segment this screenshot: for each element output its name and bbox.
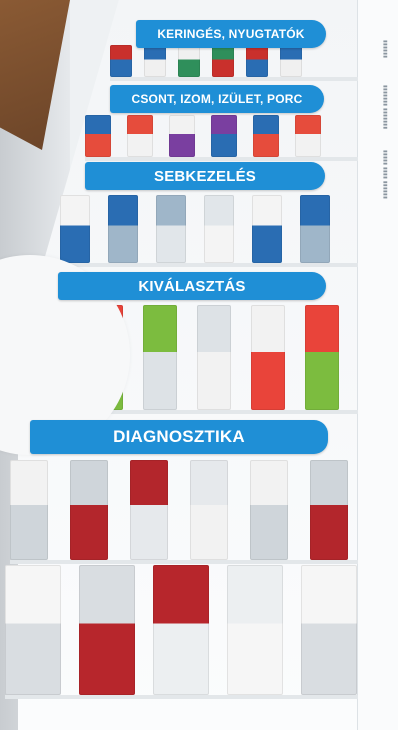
product-box (5, 565, 61, 695)
product-box (169, 115, 195, 157)
product-box (280, 45, 302, 77)
category-banner-sebkezeles: SEBKEZELÉS (85, 162, 325, 190)
side-panel: ▮▮▮▮▮▮ ▮▮▮▮▮▮▮ ▮▮▮▮▮▮▮ ▮▮▮▮▮ ▮▮▮▮ ▮▮▮▮▮▮ (357, 0, 398, 730)
product-box (190, 460, 228, 560)
product-box (110, 45, 132, 77)
product-box (211, 115, 237, 157)
shelf-edge (85, 157, 358, 161)
product-box (251, 305, 285, 410)
product-box (253, 115, 279, 157)
product-box (70, 460, 108, 560)
side-panel-lettering: ▮▮▮▮▮ ▮▮▮▮ ▮▮▮▮▮▮ (382, 150, 388, 200)
product-box (246, 45, 268, 77)
product-box (153, 565, 209, 695)
product-box (156, 195, 186, 263)
product-box (204, 195, 234, 263)
category-banner-keringes: KERINGÉS, NYUGTATÓK (136, 20, 326, 48)
product-box (300, 195, 330, 263)
shelf-edge (5, 695, 358, 699)
product-box (143, 305, 177, 410)
product-box (178, 45, 200, 77)
product-box (295, 115, 321, 157)
product-box (130, 460, 168, 560)
product-box (144, 45, 166, 77)
shelf-edge (60, 263, 358, 267)
shelf-edge (110, 77, 358, 81)
product-box (108, 195, 138, 263)
product-box (212, 45, 234, 77)
product-box (250, 460, 288, 560)
category-banner-diagnosztika: DIAGNOSZTIKA (30, 420, 328, 454)
product-box (227, 565, 283, 695)
shelf-edge (35, 410, 358, 414)
product-box (10, 460, 48, 560)
product-box (252, 195, 282, 263)
side-panel-lettering: ▮▮▮▮▮▮ (382, 40, 388, 59)
product-box (197, 305, 231, 410)
shelf-edge (10, 560, 358, 564)
product-box (60, 195, 90, 263)
product-box (85, 115, 111, 157)
product-box (79, 565, 135, 695)
product-box (301, 565, 357, 695)
product-box (127, 115, 153, 157)
category-banner-csont: CSONT, IZOM, IZÜLET, PORC (110, 85, 324, 113)
product-box (305, 305, 339, 410)
side-panel-lettering: ▮▮▮▮▮▮▮ ▮▮▮▮▮▮▮ (382, 85, 388, 130)
product-box (310, 460, 348, 560)
category-banner-kivalasztas: KIVÁLASZTÁS (58, 272, 326, 300)
